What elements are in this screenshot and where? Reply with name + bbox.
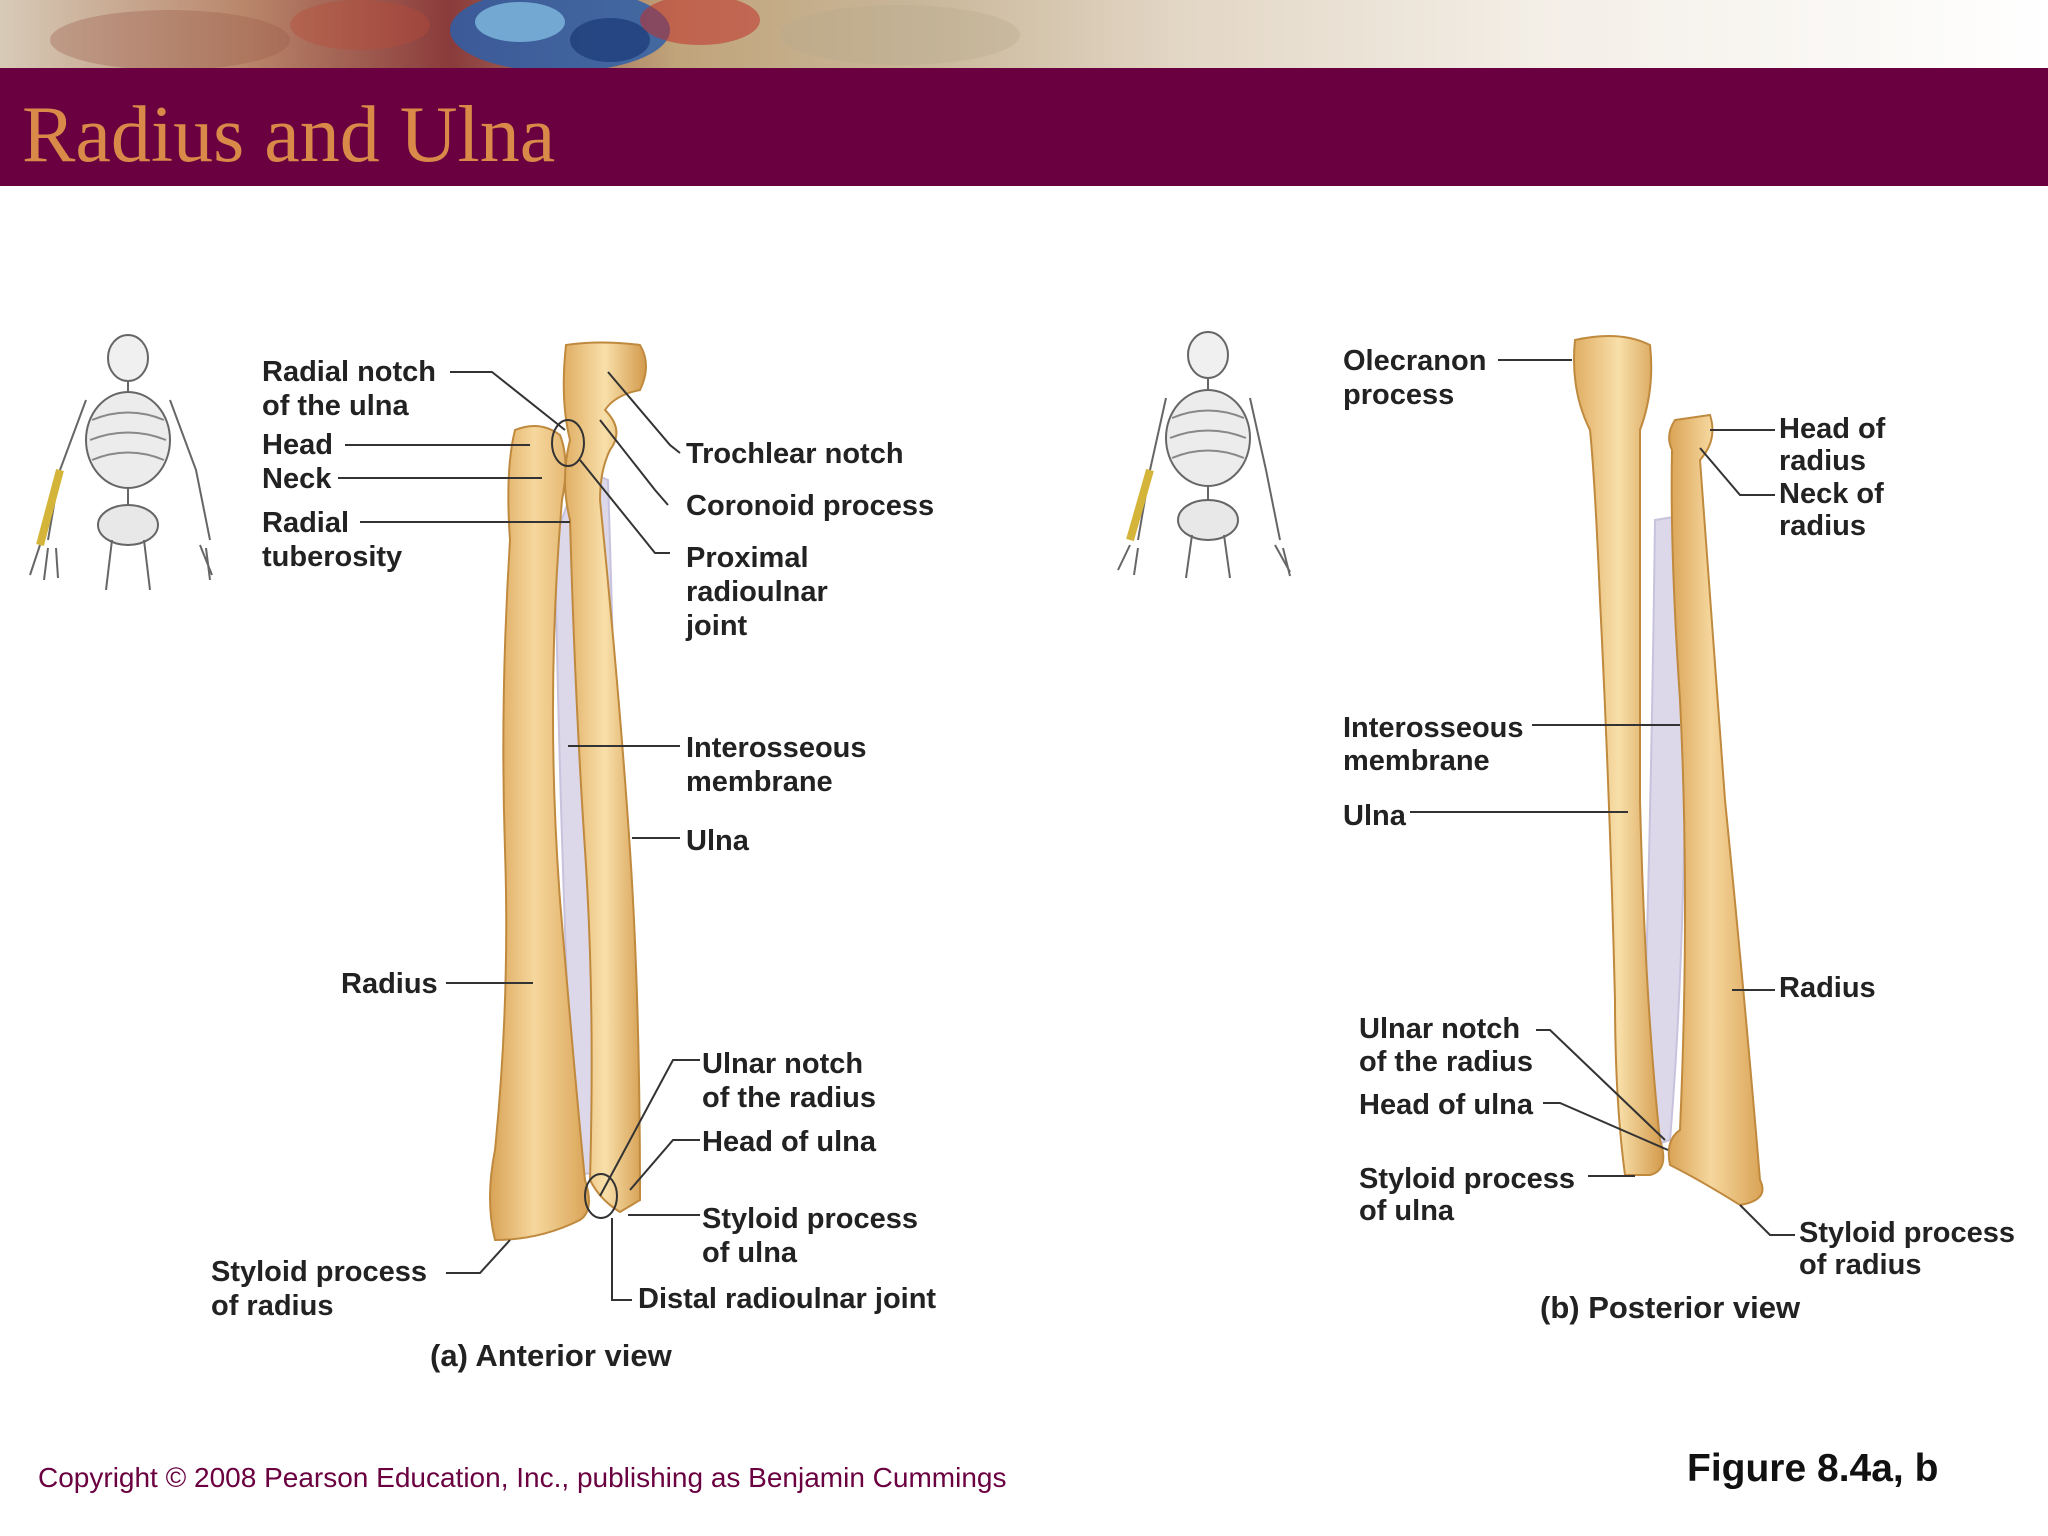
leader-lines-posterior bbox=[1410, 359, 1795, 1236]
title-bar: Radius and Ulna bbox=[0, 68, 2048, 186]
label-coronoid-process: Coronoid process bbox=[686, 490, 934, 522]
label-head-of-radius: Head of radius bbox=[1779, 413, 1893, 477]
radius-bone-posterior bbox=[1667, 413, 1764, 1207]
decorative-banner bbox=[0, 0, 2048, 68]
page-title: Radius and Ulna bbox=[22, 91, 556, 179]
label-ulna-posterior: Ulna bbox=[1343, 800, 1407, 832]
caption-posterior-view: (b) Posterior view bbox=[1540, 1290, 1801, 1325]
label-neck: Neck bbox=[262, 463, 332, 495]
label-styloid-process-radius-posterior: Styloid process of radius bbox=[1799, 1217, 2023, 1281]
distal-joint-circle bbox=[584, 1173, 618, 1219]
label-interosseous-membrane-posterior: Interosseous membrane bbox=[1343, 712, 1532, 777]
label-neck-of-radius: Neck of radius bbox=[1779, 478, 1892, 542]
leader-lines-anterior bbox=[338, 371, 700, 1301]
label-styloid-process-ulna: Styloid process of ulna bbox=[702, 1203, 926, 1269]
label-head-of-ulna: Head of ulna bbox=[702, 1126, 877, 1158]
label-ulnar-notch: Ulnar notch of the radius bbox=[702, 1048, 876, 1114]
banner-artwork bbox=[0, 0, 2048, 68]
label-olecranon-process: Olecranon process bbox=[1343, 345, 1495, 411]
label-head: Head bbox=[262, 429, 333, 461]
label-radius: Radius bbox=[341, 968, 438, 1000]
label-radius-posterior: Radius bbox=[1779, 972, 1876, 1004]
label-head-of-ulna-posterior: Head of ulna bbox=[1359, 1089, 1534, 1121]
label-interosseous-membrane: Interosseous membrane bbox=[686, 732, 875, 798]
label-ulna: Ulna bbox=[686, 825, 750, 857]
skeleton-icon-anterior bbox=[29, 334, 213, 591]
label-radial-notch: Radial notch of the ulna bbox=[262, 356, 444, 422]
label-distal-radioulnar-joint: Distal radioulnar joint bbox=[638, 1283, 936, 1315]
label-styloid-process-radius: Styloid process of radius bbox=[211, 1256, 435, 1322]
label-trochlear-notch: Trochlear notch bbox=[686, 438, 904, 470]
caption-anterior-view: (a) Anterior view bbox=[430, 1338, 673, 1373]
posterior-bones bbox=[1573, 335, 1764, 1207]
labels-anterior: Radial notch of the ulna Head Neck Radia… bbox=[211, 356, 936, 1373]
label-proximal-radioulnar-joint: Proximal radioulnar joint bbox=[685, 542, 836, 642]
ulna-bone-posterior bbox=[1573, 335, 1665, 1176]
label-ulnar-notch-posterior: Ulnar notch of the radius bbox=[1359, 1013, 1533, 1078]
proximal-joint-circle bbox=[551, 419, 585, 467]
skeleton-icon-posterior bbox=[1117, 331, 1291, 579]
copyright-notice: Copyright © 2008 Pearson Education, Inc.… bbox=[38, 1462, 1007, 1493]
anterior-bones bbox=[489, 341, 647, 1242]
labels-posterior: Olecranon process Head of radius Neck of… bbox=[1343, 345, 2023, 1325]
ulna-bone-anterior bbox=[562, 341, 647, 1214]
figure-number: Figure 8.4a, b bbox=[1687, 1447, 1939, 1490]
label-radial-tuberosity: Radial tuberosity bbox=[262, 507, 402, 573]
radius-bone-anterior bbox=[489, 425, 590, 1242]
label-styloid-process-ulna-posterior: Styloid process of ulna bbox=[1359, 1163, 1583, 1227]
